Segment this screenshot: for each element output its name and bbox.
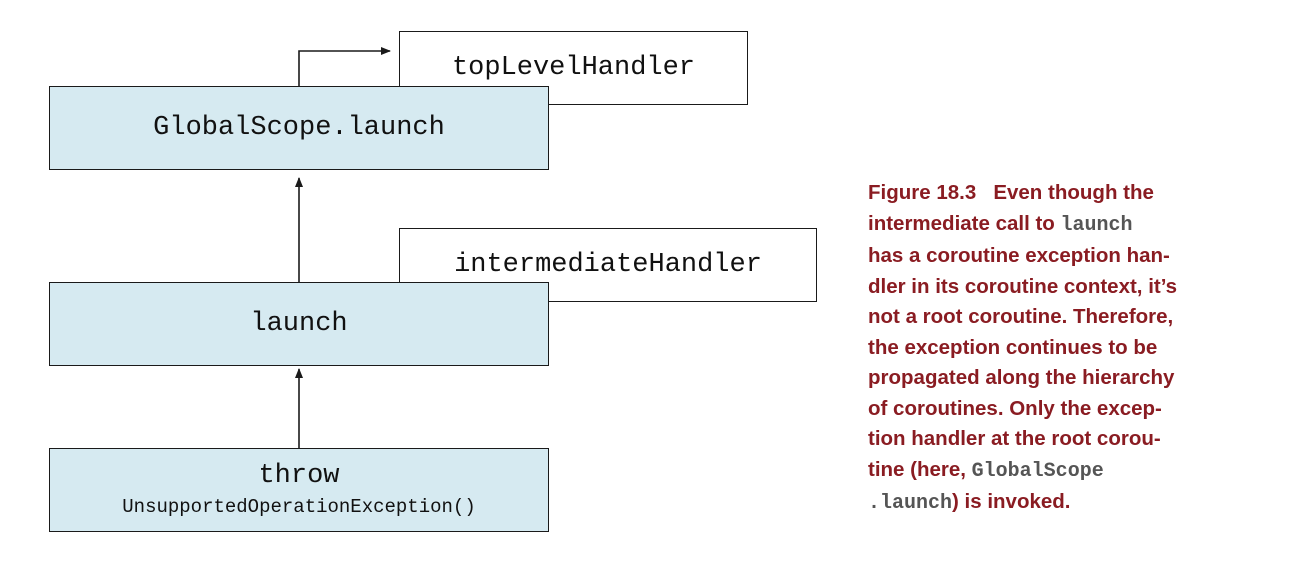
caption-line-5: not a root coroutine. Therefore,	[868, 302, 1288, 333]
throw-sublabel: UnsupportedOperationException()	[122, 496, 476, 518]
caption-line-4: dler in its coroutine context, it’s	[868, 272, 1288, 303]
caption-text: not a root coroutine. Therefore,	[868, 305, 1174, 328]
top-level-handler-label: topLevelHandler	[451, 52, 696, 83]
caption-text: tion handler at the root corou-	[868, 427, 1161, 450]
caption-line-10: tine (here, GlobalScope	[868, 455, 1288, 488]
caption-line-11: .launch) is invoked.	[868, 487, 1288, 520]
global-scope-launch-box: GlobalScope.launch	[49, 86, 549, 170]
caption-text: intermediate call to	[868, 211, 1061, 235]
global-scope-launch-label: GlobalScope.launch	[153, 112, 445, 143]
figure-label: Figure 18.3	[868, 181, 977, 204]
arrow-globalscope-to-toplevelhandler	[298, 47, 391, 86]
caption-text: the exception continues to be	[868, 335, 1158, 359]
caption-text: has a coroutine exception han-	[868, 244, 1170, 267]
caption-text: propagated along the hierarchy	[868, 366, 1175, 389]
caption-line-1: Figure 18.3 Even though the	[868, 178, 1288, 209]
caption-line-7: propagated along the hierarchy	[868, 363, 1288, 394]
caption-text: Even though the	[976, 181, 1154, 204]
figure-caption: Figure 18.3 Even though the intermediate…	[868, 178, 1288, 520]
launch-label: launch	[250, 308, 348, 339]
caption-line-6: the exception continues to be	[868, 333, 1288, 364]
throw-label: throw	[258, 461, 340, 491]
caption-text: of coroutines. Only the excep-	[868, 396, 1162, 420]
launch-box: launch	[49, 282, 549, 366]
caption-text: tine (here,	[868, 457, 972, 481]
throw-box: throw UnsupportedOperationException()	[49, 448, 549, 532]
caption-code: GlobalScope	[971, 459, 1104, 483]
caption-line-8: of coroutines. Only the excep-	[868, 394, 1288, 425]
caption-line-9: tion handler at the root corou-	[868, 424, 1288, 455]
intermediate-handler-label: intermediateHandler	[454, 249, 762, 280]
caption-code: launch	[1060, 213, 1133, 237]
caption-text: ) is invoked.	[952, 490, 1071, 513]
caption-text: dler in its coroutine context, it’s	[868, 274, 1178, 298]
caption-line-2: intermediate call to launch	[868, 209, 1288, 242]
caption-code: .launch	[868, 492, 953, 515]
caption-line-3: has a coroutine exception han-	[868, 241, 1288, 272]
